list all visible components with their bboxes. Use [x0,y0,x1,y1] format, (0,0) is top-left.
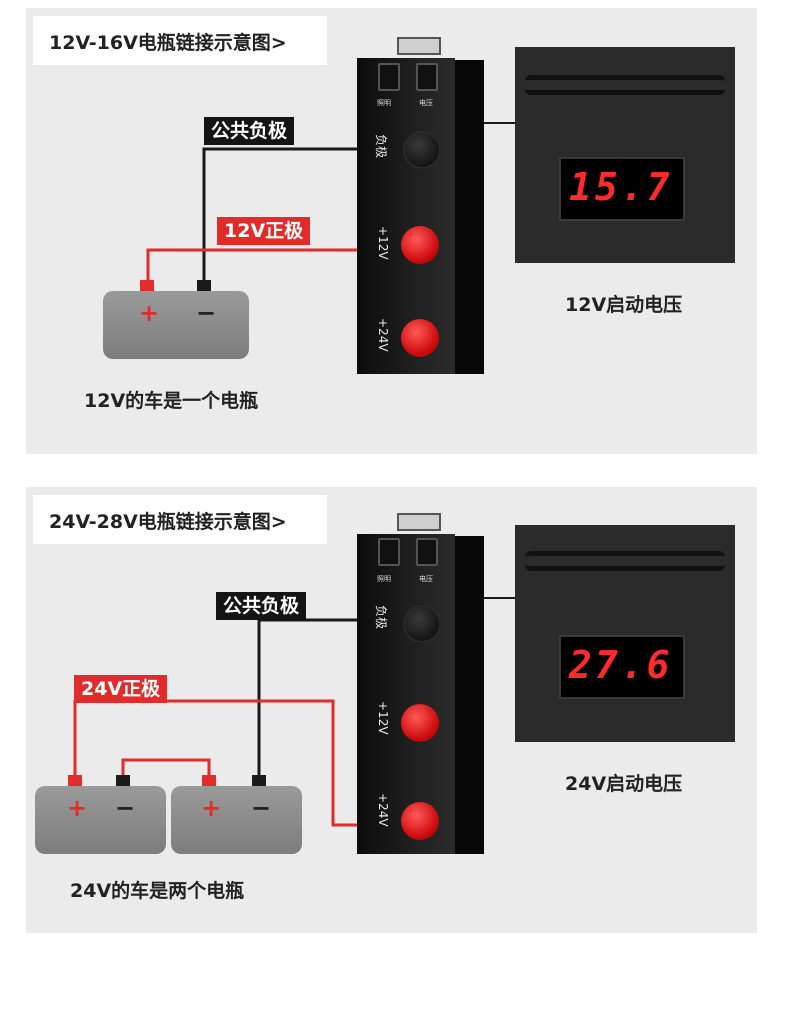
panel-title: 24V-28V电瓶链接示意图> [49,511,287,533]
box-handle [397,513,441,531]
plus-sign: + [139,299,160,327]
minus-sign: − [196,299,217,327]
plus24-port-label: +24V [376,793,390,827]
battery: + − [103,280,249,359]
plus24-port[interactable] [401,802,439,840]
battery-negative-terminal [197,280,211,291]
panel-title-box: 12V-16V电瓶链接示意图> [33,16,327,65]
battery-negative-terminal [116,775,130,786]
meter-bezel [525,75,725,95]
plus12-port-label: +12V [376,226,390,260]
negative-port-label: 负极 [374,134,388,159]
plus-sign: + [67,794,88,822]
plus12-port[interactable] [401,226,439,264]
light-switch[interactable] [378,63,400,91]
minus-sign: − [115,794,136,822]
plus24-port-label: +24V [376,318,390,352]
series-link-wire [121,758,211,776]
common-negative-label: 公共负极 [216,592,307,620]
voltage-switch[interactable] [416,538,438,566]
negative-port-label: 负极 [374,605,388,630]
tester-box [357,58,455,374]
meter-reading: 27.6 [569,643,673,687]
battery-caption: 24V的车是两个电瓶 [70,880,245,902]
battery-negative-terminal [252,775,266,786]
plus12-port-label: +12V [376,701,390,735]
panel-title-box: 24V-28V电瓶链接示意图> [33,495,327,544]
plus-sign: + [201,794,222,822]
battery-positive-terminal [68,775,82,786]
positive-label: 12V正极 [217,217,311,245]
voltage-switch-label: 电压 [419,99,433,107]
meter-caption: 24V启动电压 [565,773,683,795]
battery-caption: 12V的车是一个电瓶 [84,390,259,412]
plus24-port[interactable] [401,319,439,357]
tester-box-side [455,60,484,374]
common-negative-label: 公共负极 [204,117,295,145]
meter-display: 27.6 [559,635,685,699]
meter-display: 15.7 [559,157,685,221]
wiring-diagram [146,122,516,286]
voltmeter-photo: 27.6 [515,525,735,742]
tester-box [357,534,455,854]
positive-wire [146,248,418,286]
positive-label: 24V正极 [74,675,168,703]
panel-title: 12V-16V电瓶链接示意图> [49,32,287,54]
voltmeter-photo: 15.7 [515,47,735,263]
minus-sign: − [251,794,272,822]
light-switch-label: 照明 [377,99,391,107]
meter-bezel [525,551,725,571]
negative-wire [202,147,418,286]
battery-positive-terminal [202,775,216,786]
negative-port[interactable] [403,131,441,169]
voltage-switch[interactable] [416,63,438,91]
tester-box-side [455,536,484,854]
box-handle [397,37,441,55]
diagram-panel-12v: 12V-16V电瓶链接示意图> 公共负极 12V正极 + − 12V的车是一个电… [26,8,757,454]
meter-caption: 12V启动电压 [565,294,683,316]
diagram-panel-24v: 24V-28V电瓶链接示意图> 公共负极 24V正极 + − + − 24V的车… [26,487,757,933]
battery-1: + − [35,775,166,854]
plus12-port[interactable] [401,704,439,742]
voltage-switch-label: 电压 [419,575,433,583]
light-switch[interactable] [378,538,400,566]
negative-port[interactable] [403,605,441,643]
meter-reading: 15.7 [569,165,673,209]
light-switch-label: 照明 [377,575,391,583]
battery-positive-terminal [140,280,154,291]
battery-2: + − [171,775,302,854]
